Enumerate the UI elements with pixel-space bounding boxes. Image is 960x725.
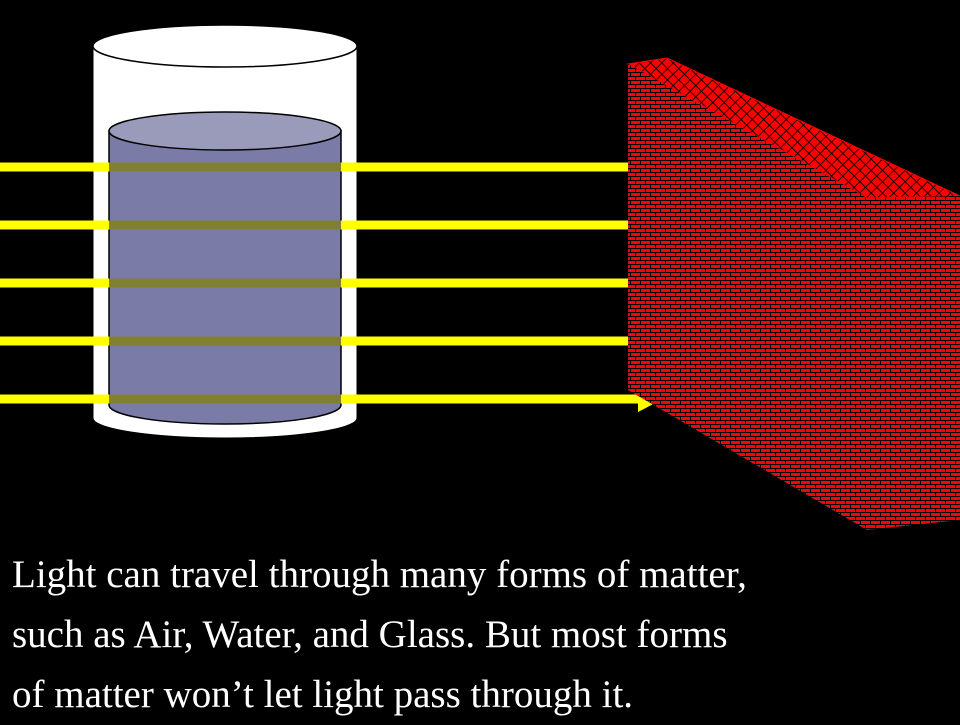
caption-line-1: Light can travel through many forms of m… bbox=[12, 553, 747, 596]
caption-line-2: such as Air, Water, and Glass. But most … bbox=[12, 613, 728, 656]
beam-segment-air bbox=[341, 220, 640, 230]
caption: Light can travel through many forms of m… bbox=[12, 545, 952, 725]
glass-rim bbox=[92, 24, 358, 68]
beam-segment-air bbox=[341, 336, 640, 346]
glass-of-water bbox=[92, 24, 358, 439]
beam-segment-air bbox=[341, 162, 640, 172]
beam-segment-water bbox=[109, 162, 341, 172]
beam-segment-water bbox=[109, 394, 341, 404]
water-surface bbox=[108, 111, 342, 151]
brick-wall-side bbox=[867, 196, 960, 530]
water-body bbox=[108, 130, 342, 425]
caption-line-3: of matter won’t let light pass through i… bbox=[12, 673, 634, 716]
beam-segment-air bbox=[0, 394, 109, 404]
beam-segment-air bbox=[0, 220, 109, 230]
beam-segment-air bbox=[341, 278, 640, 288]
beam-segment-air bbox=[0, 278, 109, 288]
beam-segment-water bbox=[109, 278, 341, 288]
light-diagram bbox=[0, 24, 960, 530]
light-beams bbox=[0, 154, 663, 412]
beam-segment-water bbox=[109, 220, 341, 230]
beam-segment-air bbox=[0, 162, 109, 172]
beam-segment-air bbox=[341, 394, 640, 404]
beam-segment-water bbox=[109, 336, 341, 346]
brick-wall-front bbox=[628, 64, 867, 530]
beam-segment-air bbox=[0, 336, 109, 346]
brick-wall bbox=[626, 57, 960, 530]
